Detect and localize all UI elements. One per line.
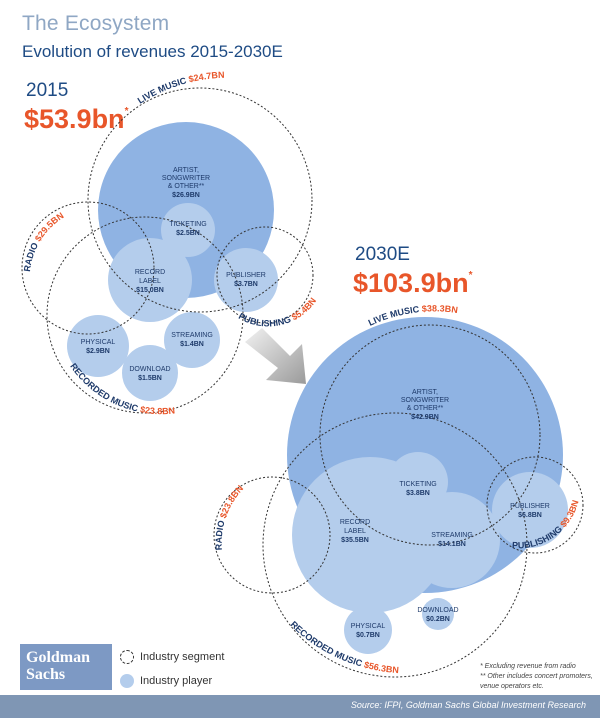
download-value-2030: $0.2BN: [426, 616, 450, 623]
artist-value-2030: $42.9BN: [411, 414, 439, 421]
transition-arrow: [245, 328, 306, 384]
radio-segment-2030: [213, 476, 331, 594]
publisher-bubble-2015: [214, 248, 278, 312]
physical-label-2015: PHYSICAL: [81, 339, 116, 346]
record-label-label-2015-l1: RECORD: [135, 269, 165, 276]
streaming-value-2015: $1.4BN: [180, 341, 204, 348]
artist-label-2015-l2: SONGWRITER: [162, 175, 210, 182]
publisher-bubble-2030: [492, 472, 568, 548]
artist-label-2030-l3: & OTHER**: [407, 405, 444, 412]
artist-label-2030-l1: ARTIST,: [412, 389, 438, 396]
ticketing-value-2030: $3.8BN: [406, 490, 430, 497]
recorded-music-segment-2015: [46, 216, 244, 414]
publishing-segment-2015: [216, 226, 314, 324]
recorded-music-segment-2030: [262, 412, 528, 678]
live-music-segment-2030: [319, 324, 541, 546]
year-2015: 2015: [26, 80, 69, 101]
record-label-value-2015: $15.0BN: [136, 287, 164, 294]
diagram-2030: LIVE MUSIC $38.3BN RADIO $23.8BN PUBLISH…: [213, 303, 584, 678]
download-bubble-2015: [122, 345, 178, 401]
segment-legend-icon: [120, 650, 134, 664]
physical-label-2030: PHYSICAL: [351, 623, 386, 630]
footnote-2: ** Other includes concert promoters, ven…: [480, 673, 593, 690]
publishing-segment-2030: [486, 456, 584, 554]
streaming-value-2030: $14.1BN: [438, 541, 466, 548]
goldman-sachs-logo: Goldman Sachs: [20, 644, 112, 690]
page-title: The Ecosystem: [22, 12, 170, 35]
radio-label-2030: RADIO $23.8BN: [214, 483, 246, 550]
artist-label-2015-l1: ARTIST,: [173, 167, 199, 174]
total-2015: $53.9bn*: [24, 104, 129, 134]
total-2030: $103.9bn*: [353, 268, 473, 298]
source-text: Source: IFPI, Goldman Sachs Global Inves…: [350, 700, 586, 710]
footer-bar: Source: IFPI, Goldman Sachs Global Inves…: [0, 695, 600, 718]
physical-value-2015: $2.9BN: [86, 348, 110, 355]
physical-value-2030: $0.7BN: [356, 632, 380, 639]
physical-bubble-2015: [67, 315, 129, 377]
ticketing-value-2015: $2.5BN: [176, 230, 200, 237]
year-2030: 2030E: [355, 244, 410, 265]
artist-label-2015-l3: & OTHER**: [168, 183, 205, 190]
logo-line2: Sachs: [26, 666, 66, 683]
footnotes: * Excluding revenue from radio ** Other …: [480, 662, 598, 692]
ticketing-label-2030: TICKETING: [399, 481, 436, 488]
footnote-1: * Excluding revenue from radio: [480, 663, 576, 670]
physical-bubble-2030: [344, 606, 392, 654]
legend-player-label: Industry player: [140, 675, 213, 687]
record-label-bubble-2015: [108, 238, 192, 322]
live-music-segment-2015: [87, 87, 313, 313]
download-bubble-2030: [422, 598, 454, 630]
arrow-icon: [245, 328, 306, 384]
record-label-value-2030: $35.5BN: [341, 537, 369, 544]
ticketing-bubble-2030: [388, 452, 448, 512]
artist-value-2015: $26.9BN: [172, 192, 200, 199]
ticketing-bubble-2015: [161, 203, 215, 257]
live-music-label-2015: LIVE MUSIC $24.7BN: [136, 70, 225, 106]
logo-line1: Goldman: [26, 649, 91, 666]
publisher-value-2015: $3.7BN: [234, 281, 258, 288]
streaming-bubble-2015: [164, 312, 220, 368]
download-label-2015: DOWNLOAD: [129, 366, 170, 373]
diagram-2015: LIVE MUSIC $24.7BN RADIO $29.5BN PUBLISH…: [21, 70, 318, 416]
ticketing-label-2015: TICKETING: [169, 221, 206, 228]
page-subtitle: Evolution of revenues 2015-2030E: [22, 42, 283, 61]
radio-segment-2015: [21, 201, 155, 335]
download-label-2030: DOWNLOAD: [417, 607, 458, 614]
streaming-label-2030: STREAMING: [431, 532, 473, 539]
record-label-label-2015-l2: LABEL: [139, 278, 161, 285]
publisher-value-2030: $6.8BN: [518, 512, 542, 519]
publisher-label-2015: PUBLISHER: [226, 272, 266, 279]
publisher-label-2030: PUBLISHER: [510, 503, 550, 510]
download-value-2015: $1.5BN: [138, 375, 162, 382]
record-label-label-2030-l1: RECORD: [340, 519, 370, 526]
streaming-bubble-2030: [404, 492, 500, 588]
player-legend-icon: [120, 674, 134, 688]
record-label-label-2030-l2: LABEL: [344, 528, 366, 535]
legend-segment-label: Industry segment: [140, 651, 225, 663]
artist-label-2030-l2: SONGWRITER: [401, 397, 449, 404]
streaming-label-2015: STREAMING: [171, 332, 213, 339]
